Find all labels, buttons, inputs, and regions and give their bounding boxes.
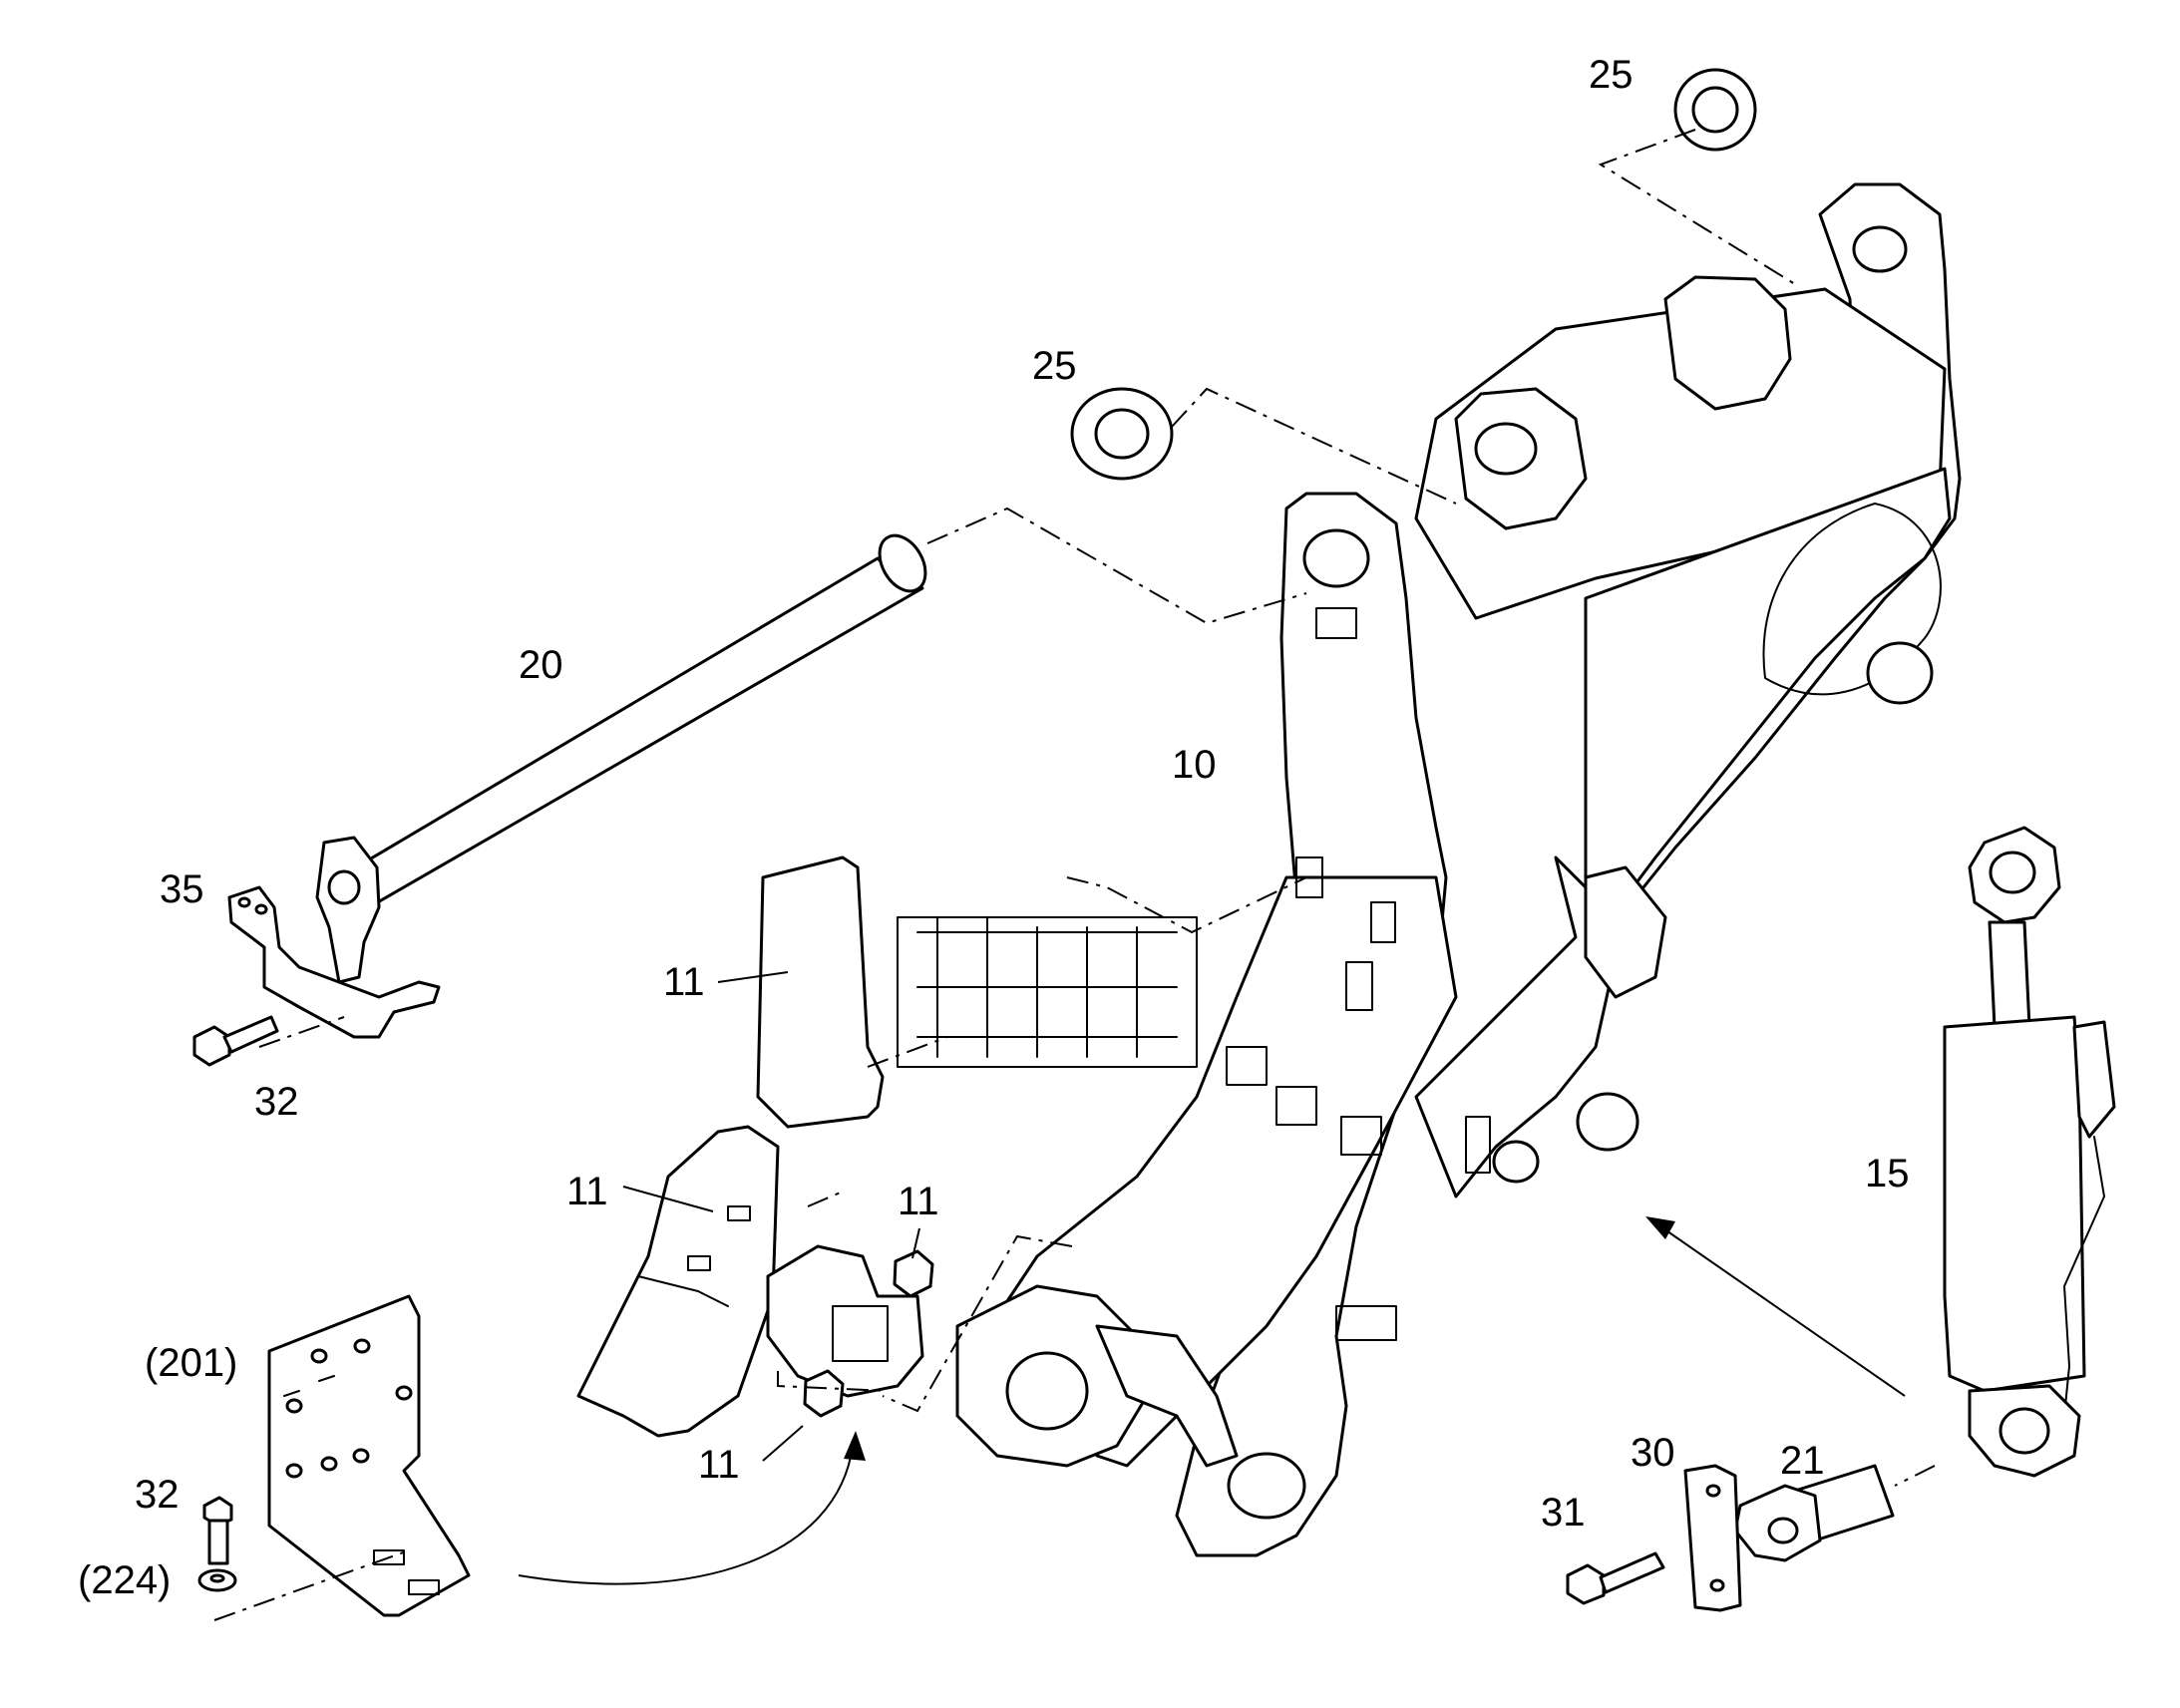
callout-25-mid: 25 (1032, 344, 1077, 388)
callout-11-right: 11 (898, 1180, 939, 1223)
main-frame-part (955, 182, 1962, 1557)
callout-31: 31 (1541, 1491, 1586, 1535)
callout-10: 10 (1172, 743, 1217, 787)
washer-224-part (197, 1568, 237, 1592)
callout-20: 20 (519, 643, 563, 687)
bracket-35-part (227, 885, 441, 1039)
bolt-32-left-part (192, 1015, 279, 1067)
callout-32-left: 32 (254, 1080, 299, 1124)
callout-11-mid: 11 (566, 1170, 608, 1213)
bracket-11-upper-part (756, 855, 1198, 1129)
callout-201: (201) (145, 1341, 237, 1385)
callout-32-bottom: 32 (135, 1473, 180, 1517)
cylinder-20-part (315, 533, 927, 984)
callout-11-bottom: 11 (698, 1443, 740, 1487)
washer-25-top-part (1673, 68, 1757, 152)
leader-lines (622, 971, 920, 1462)
callout-35: 35 (160, 867, 204, 911)
callout-25-top: 25 (1589, 53, 1634, 97)
callout-224: (224) (78, 1558, 171, 1602)
cylinder-15-part (1943, 826, 2116, 1478)
bracket-201-part (267, 1294, 471, 1617)
bolt-31-part (1566, 1551, 1665, 1605)
plate-30-part (1683, 1464, 1742, 1612)
bolt-32-bottom-part (202, 1496, 233, 1565)
nut-11-bottom-part (803, 1369, 845, 1418)
washer-25-mid-part (1070, 387, 1174, 481)
callout-labels: 25 25 20 10 35 11 32 11 11 15 (201) 30 2… (78, 53, 1910, 1602)
callout-21: 21 (1780, 1439, 1825, 1483)
motion-arrows (518, 1216, 1906, 1585)
pin-21-part (1733, 1464, 1895, 1562)
assembly-lines (213, 129, 1936, 1621)
callout-11-top: 11 (663, 960, 705, 1004)
callout-15: 15 (1865, 1152, 1910, 1196)
bracket-11-middle-part (576, 1125, 924, 1438)
nut-11-right-part (893, 1249, 934, 1298)
callout-30: 30 (1631, 1431, 1675, 1475)
